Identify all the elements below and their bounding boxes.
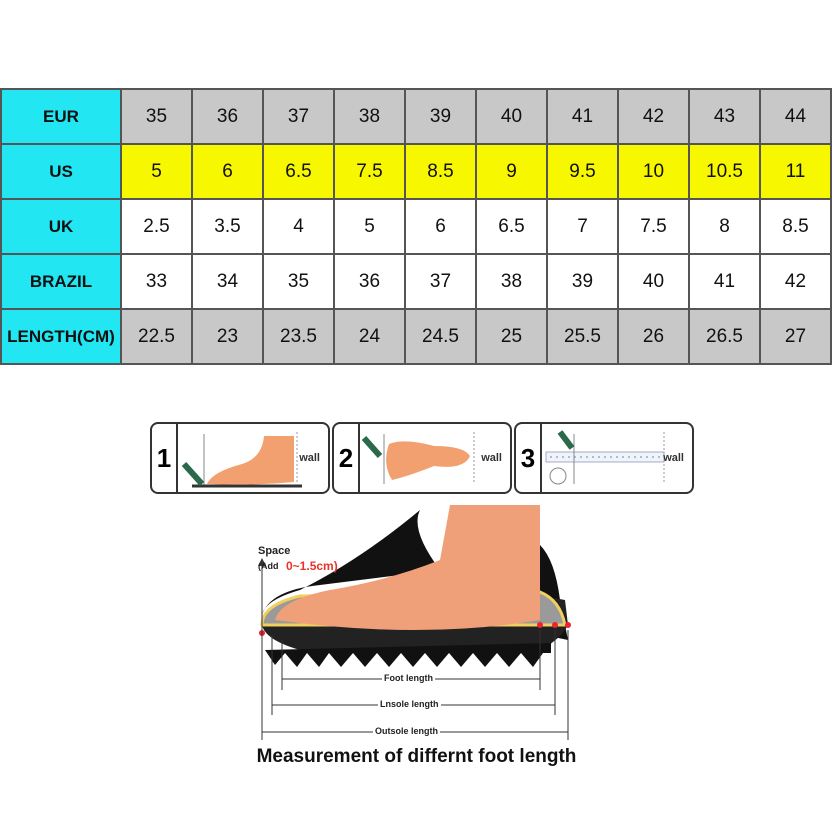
size-cell: 25.5 [546, 308, 619, 365]
size-cell: 8.5 [759, 198, 832, 255]
size-cell: 42 [759, 253, 832, 310]
size-cell: 10.5 [688, 143, 761, 200]
size-cell: 10 [617, 143, 690, 200]
size-cell: 24.5 [404, 308, 477, 365]
row-header: LENGTH(CM) [0, 308, 122, 365]
size-cell: 39 [404, 88, 477, 145]
size-cell: 6.5 [262, 143, 335, 200]
size-cell: 3.5 [191, 198, 264, 255]
size-cell: 7.5 [617, 198, 690, 255]
size-cell: 8.5 [404, 143, 477, 200]
size-cell: 9 [475, 143, 548, 200]
size-cell: 33 [120, 253, 193, 310]
size-cell: 40 [475, 88, 548, 145]
size-cell: 44 [759, 88, 832, 145]
row-header: EUR [0, 88, 122, 145]
size-cell: 23.5 [262, 308, 335, 365]
size-cell: 7 [546, 198, 619, 255]
size-cell: 11 [759, 143, 832, 200]
wall-label: wall [299, 452, 320, 464]
step-number: 2 [334, 424, 360, 492]
size-cell: 2.5 [120, 198, 193, 255]
insole-length-label: Lnsole length [378, 699, 441, 709]
size-cell: 26 [617, 308, 690, 365]
size-cell: 24 [333, 308, 406, 365]
size-cell: 9.5 [546, 143, 619, 200]
size-cell: 27 [759, 308, 832, 365]
wall-label: wall [663, 452, 684, 464]
size-cell: 5 [333, 198, 406, 255]
size-cell: 22.5 [120, 308, 193, 365]
size-cell: 37 [262, 88, 335, 145]
size-cell: 6 [191, 143, 264, 200]
size-cell: 6.5 [475, 198, 548, 255]
size-cell: 42 [617, 88, 690, 145]
size-cell: 26.5 [688, 308, 761, 365]
size-cell: 38 [475, 253, 548, 310]
range-label: 0~1.5cm) [286, 559, 338, 573]
step-number: 1 [152, 424, 178, 492]
size-cell: 6 [404, 198, 477, 255]
step-number: 3 [516, 424, 542, 492]
size-cell: 35 [120, 88, 193, 145]
foot-length-label: Foot length [382, 673, 435, 683]
size-cell: 34 [191, 253, 264, 310]
size-cell: 8 [688, 198, 761, 255]
size-cell: 36 [191, 88, 264, 145]
size-cell: 4 [262, 198, 335, 255]
size-cell: 35 [262, 253, 335, 310]
size-cell: 38 [333, 88, 406, 145]
step-3-panel: 3 wall [514, 422, 694, 494]
add-label: (Add [258, 561, 279, 571]
size-cell: 23 [191, 308, 264, 365]
size-cell: 36 [333, 253, 406, 310]
foot-top-icon [361, 432, 475, 484]
size-cell: 41 [688, 253, 761, 310]
foot-side-icon [181, 432, 302, 488]
row-header: UK [0, 198, 122, 255]
size-cell: 25 [475, 308, 548, 365]
step-2-panel: 2 wall [332, 422, 512, 494]
size-cell: 5 [120, 143, 193, 200]
wall-label: wall [481, 452, 502, 464]
outsole-length-label: Outsole length [373, 726, 440, 736]
ruler-icon [545, 430, 665, 485]
size-cell: 40 [617, 253, 690, 310]
size-cell: 7.5 [333, 143, 406, 200]
size-cell: 43 [688, 88, 761, 145]
diagram-caption: Measurement of differnt foot length [256, 746, 577, 767]
size-cell: 41 [546, 88, 619, 145]
step-1-panel: 1 wall [150, 422, 330, 494]
size-cell: 37 [404, 253, 477, 310]
row-header: BRAZIL [0, 253, 122, 310]
size-cell: 39 [546, 253, 619, 310]
row-header: US [0, 143, 122, 200]
space-label: Space [258, 545, 291, 557]
